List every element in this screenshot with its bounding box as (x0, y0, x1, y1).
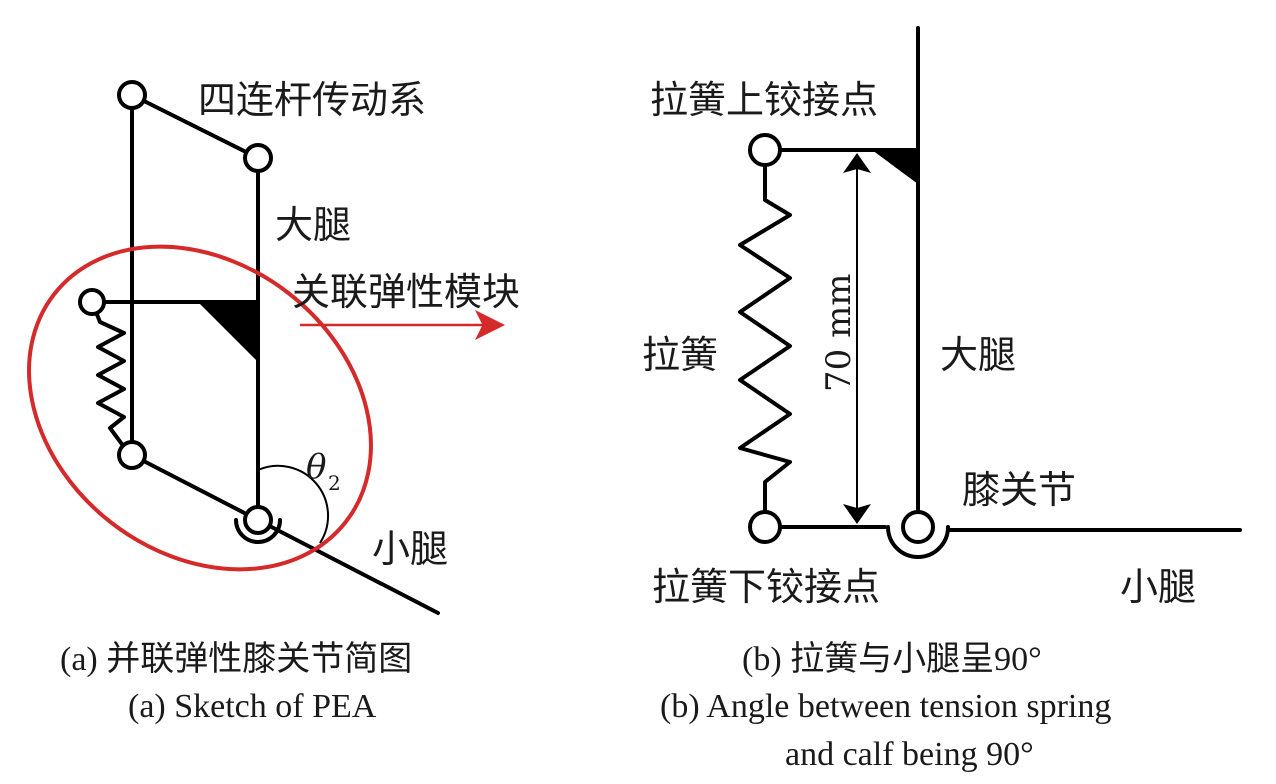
tension-spring-b (738, 148, 792, 529)
label-spring: 拉簧 (642, 333, 718, 377)
caption-b-en-2: and calf being 90° (785, 736, 1034, 773)
label-angle-sub: 2 (328, 471, 341, 495)
knee-bracket-b (886, 525, 950, 559)
rigid-joint-wedge-b (872, 150, 918, 184)
pin-knee (243, 505, 273, 535)
label-lower-hinge: 拉簧下铰接点 (652, 565, 880, 609)
label-upper-hinge: 拉簧上铰接点 (650, 78, 878, 122)
panel-b-sketch: 拉簧上铰接点 拉簧 70 mm 大腿 膝关节 拉簧下铰接点 小腿 (642, 26, 1242, 609)
calf-bar (256, 518, 440, 615)
linkage-bottom-bar (130, 453, 260, 522)
pin-spring-upper (78, 288, 106, 316)
pin-top-right (243, 143, 273, 173)
knee-bracket (234, 518, 282, 544)
pin-knee-b (901, 510, 935, 544)
label-thigh-b: 大腿 (940, 333, 1016, 377)
module-highlight-ellipse (27, 244, 373, 572)
caption-b-en-1: (b) Angle between tension spring (660, 688, 1111, 725)
label-angle-symbol: θ (306, 447, 326, 487)
panel-a-sketch: 四连杆传动系 大腿 关联弹性模块 θ 2 小腿 (27, 78, 520, 615)
label-thigh-a: 大腿 (275, 203, 351, 247)
angle-arc (257, 464, 330, 544)
label-calf-b: 小腿 (1120, 565, 1196, 609)
caption-a-en: (a) Sketch of PEA (128, 688, 377, 725)
label-linkage: 四连杆传动系 (198, 78, 426, 122)
caption-b-cn: (b) 拉簧与小腿呈90° (742, 640, 1042, 678)
pin-top-left (117, 80, 147, 110)
label-knee: 膝关节 (962, 468, 1076, 512)
label-dimension: 70 mm (819, 273, 859, 392)
pin-upper-hinge (748, 133, 782, 167)
pin-lower-hinge (748, 510, 782, 544)
pin-bottom-left (117, 440, 147, 470)
label-module: 关联弹性模块 (292, 270, 520, 314)
label-calf-a: 小腿 (372, 527, 448, 571)
rigid-joint-wedge (198, 302, 258, 362)
spring-zigzag (90, 300, 132, 457)
linkage-top-bar (130, 93, 260, 160)
caption-a-cn: (a) 并联弹性膝关节简图 (60, 640, 412, 678)
